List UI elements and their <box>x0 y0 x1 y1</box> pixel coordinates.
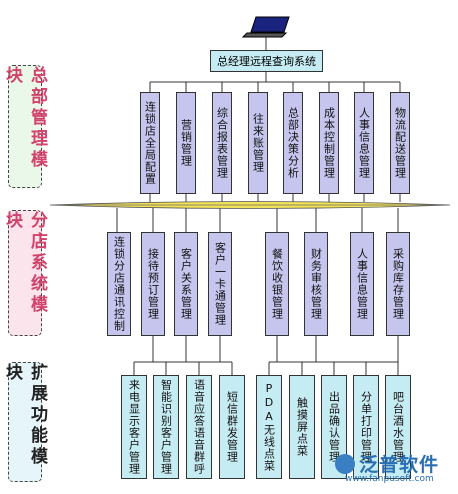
root-system-title: 总经理远程查询系统 <box>210 50 323 72</box>
brand-logo-icon <box>335 453 355 474</box>
ext-item-2: 语音应答语音群呼 <box>186 375 212 479</box>
hq-item-5: 成本控制管理 <box>319 92 339 194</box>
module-label-hq: 总部管理模块 <box>2 65 47 188</box>
branch-item-6: 人事信息管理 <box>350 232 374 336</box>
hq-item-4: 总部决策分析 <box>283 92 303 194</box>
hq-item-1: 营销管理 <box>176 92 196 194</box>
branch-item-5: 财务审核管理 <box>304 232 328 336</box>
branch-item-1: 接待预订管理 <box>141 232 165 336</box>
branch-item-2: 客户关系管理 <box>174 232 198 336</box>
brand-logo-name: 泛普软件 <box>359 454 440 476</box>
ext-item-7: 分单打印管理 <box>353 375 379 479</box>
module-label-branch: 分店系统模块 <box>2 210 47 336</box>
module-label-ext: 扩展功能模块 <box>2 362 47 482</box>
hq-item-7: 物流配送管理 <box>390 92 410 194</box>
laptop-icon <box>241 16 290 38</box>
brand-logo: 泛普软件 <box>335 450 439 477</box>
ext-item-4: PDA无线点菜 <box>256 375 282 479</box>
ext-item-1: 智能识别客户管理 <box>153 375 179 479</box>
branch-item-0: 连锁分店通讯控制 <box>107 232 131 336</box>
branch-item-4: 餐饮收银管理 <box>265 232 289 336</box>
branch-item-7: 采购库存管理 <box>386 232 410 336</box>
hq-item-0: 连锁店全局配置 <box>140 92 160 194</box>
ext-item-3: 短信群发管理 <box>219 375 245 479</box>
ext-item-8: 吧台酒水管理 <box>385 375 411 479</box>
hq-item-3: 往来账管理 <box>248 92 268 194</box>
branch-item-3: 客户一卡通管理 <box>208 232 232 336</box>
hq-item-6: 人事信息管理 <box>354 92 374 194</box>
ext-item-0: 来电显示客户管理 <box>121 375 147 479</box>
network-band <box>49 201 451 209</box>
hq-item-2: 综合报表管理 <box>212 92 232 194</box>
ext-item-6: 出品确认管理 <box>321 375 347 479</box>
ext-item-5: 触摸屏点菜 <box>289 375 315 479</box>
brand-logo-url: www.fanpusoft.com <box>345 474 434 484</box>
